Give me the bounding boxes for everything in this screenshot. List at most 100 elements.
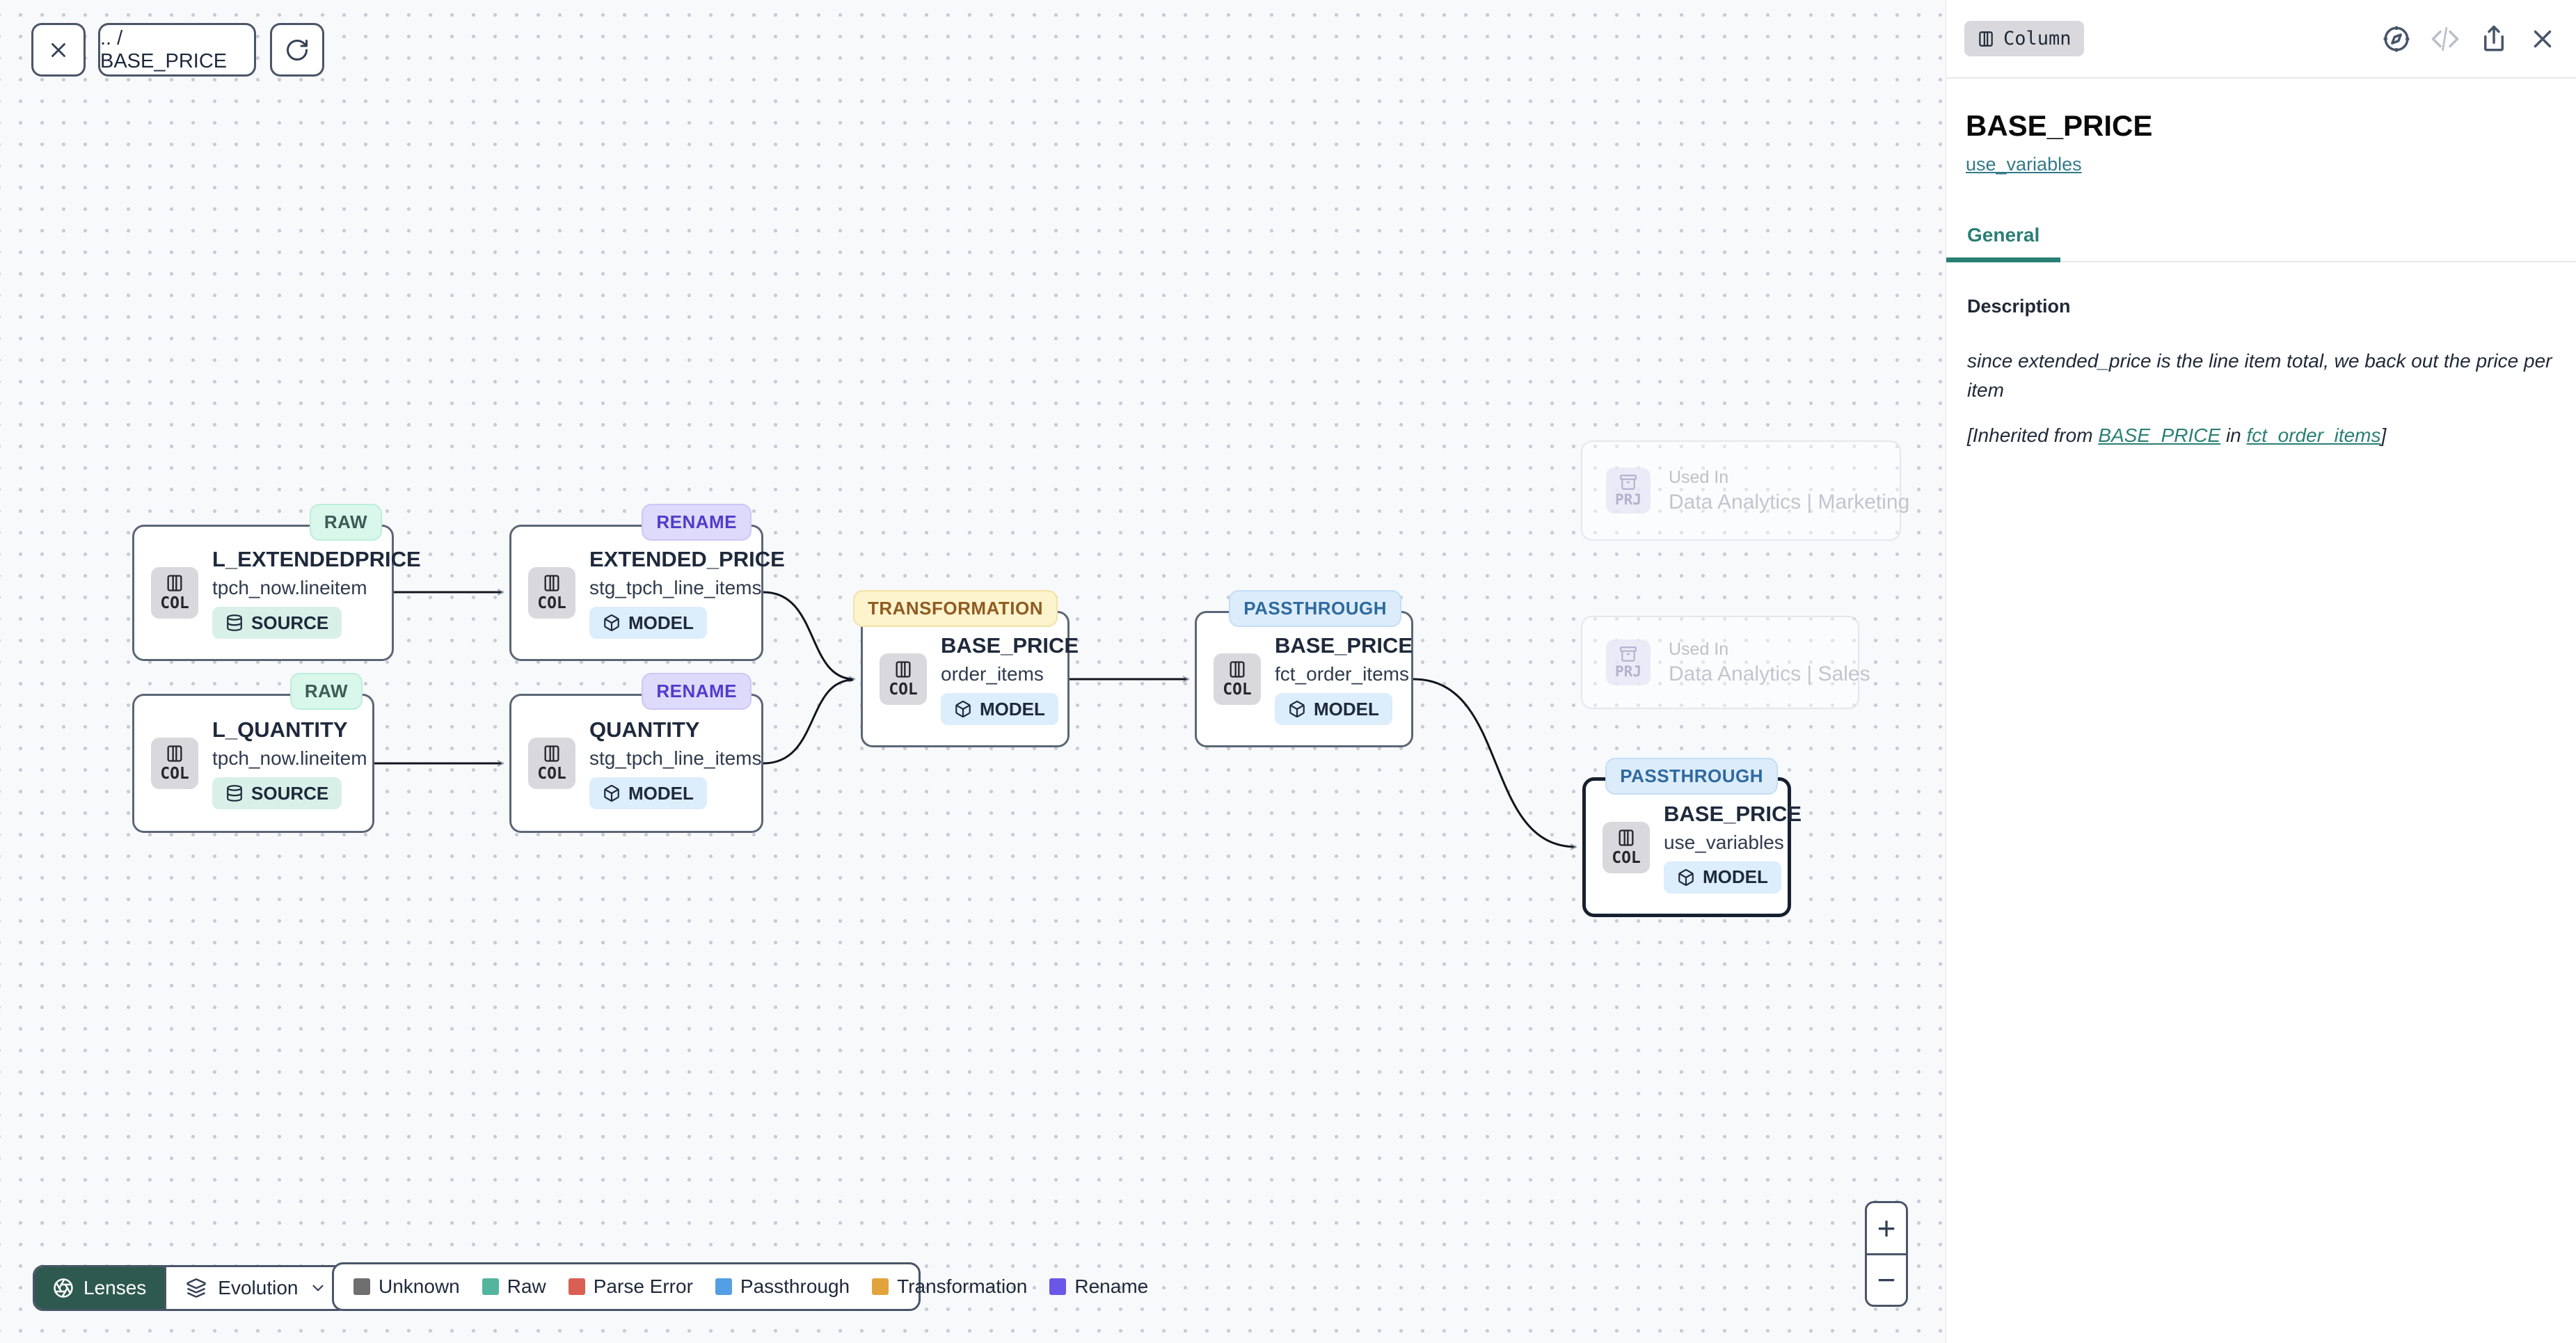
node-subtitle: stg_tpch_line_items bbox=[589, 747, 762, 769]
lens-badge: RENAME bbox=[642, 673, 752, 710]
legend-item-unknown: Unknown bbox=[353, 1276, 460, 1298]
column-chip: COL bbox=[528, 567, 575, 619]
close-icon bbox=[51, 42, 65, 57]
zoom-control: + − bbox=[1865, 1201, 1908, 1307]
columns-icon bbox=[544, 745, 559, 762]
used-in-node-marketing[interactable]: PRJ Used In Data Analytics | Marketing bbox=[1581, 440, 1909, 541]
model-cube-icon bbox=[955, 701, 971, 717]
database-icon bbox=[227, 614, 242, 631]
detail-panel: Column BASE_PRICE use_variables Gener bbox=[1946, 0, 2576, 1343]
code-icon bbox=[2431, 26, 2459, 51]
share-icon bbox=[2484, 25, 2504, 51]
node-title: BASE_PRICE bbox=[1275, 633, 1413, 658]
breadcrumb[interactable]: .. / BASE_PRICE bbox=[98, 23, 256, 77]
node-subtitle: use_variables bbox=[1664, 831, 1784, 853]
legend-swatch bbox=[568, 1278, 585, 1295]
column-chip: COL bbox=[880, 653, 927, 705]
lens-badge: RAW bbox=[289, 673, 363, 710]
columns-icon bbox=[544, 575, 559, 591]
columns-icon bbox=[1619, 829, 1634, 846]
used-in-node-sales[interactable]: PRJ Used In Data Analytics | Sales bbox=[1581, 616, 1870, 709]
node-type-chip: MODEL bbox=[1664, 861, 1781, 893]
inherited-column-link[interactable]: BASE_PRICE bbox=[2098, 424, 2221, 446]
lens-mode-label: Evolution bbox=[218, 1277, 299, 1298]
share-button[interactable] bbox=[2479, 24, 2509, 54]
zoom-in-button[interactable]: + bbox=[1867, 1203, 1906, 1255]
used-in-name: Data Analytics | Marketing bbox=[1669, 490, 1910, 514]
lenses-button[interactable]: Lenses bbox=[35, 1267, 165, 1309]
legend-item-rename: Rename bbox=[1049, 1276, 1148, 1298]
legend-item-raw: Raw bbox=[482, 1276, 546, 1298]
node-type-chip: MODEL bbox=[1275, 693, 1392, 725]
node-subtitle: tpch_now.lineitem bbox=[212, 747, 367, 769]
node-type-chip: SOURCE bbox=[212, 777, 342, 809]
node-subtitle: stg_tpch_line_items bbox=[589, 577, 762, 598]
node-subtitle: tpch_now.lineitem bbox=[212, 577, 367, 598]
columns-icon bbox=[167, 745, 182, 762]
node-l-extendedprice[interactable]: RAW COL L_EXTENDEDPRICE tpch_now.lineite… bbox=[132, 504, 421, 661]
view-code-button[interactable] bbox=[2430, 24, 2460, 54]
node-type-chip: SOURCE bbox=[212, 607, 342, 639]
node-l-quantity[interactable]: RAW COL L_QUANTITY tpch_now.lineitem SOU… bbox=[132, 673, 374, 833]
node-base-price-use-variables[interactable]: PASSTHROUGH COL BASE_PRICE use_variables… bbox=[1582, 758, 1802, 917]
node-extended-price[interactable]: RENAME COL EXTENDED_PRICE stg_tpch_line_… bbox=[509, 504, 785, 661]
column-chip: COL bbox=[151, 738, 198, 789]
tab-general[interactable]: General bbox=[1946, 214, 2061, 262]
lens-badge: TRANSFORMATION bbox=[852, 590, 1058, 627]
node-type-chip: MODEL bbox=[941, 693, 1058, 725]
description-label: Description bbox=[1967, 296, 2071, 317]
lens-badge: RAW bbox=[309, 504, 382, 541]
node-title: QUANTITY bbox=[589, 717, 700, 742]
node-subtitle: order_items bbox=[941, 663, 1044, 685]
inherited-model-link[interactable]: fct_order_items bbox=[2246, 424, 2381, 446]
node-title: EXTENDED_PRICE bbox=[589, 547, 785, 571]
panel-tabs: General bbox=[1946, 214, 2576, 262]
panel-actions bbox=[2381, 24, 2558, 54]
node-type-chip: MODEL bbox=[589, 777, 707, 809]
lens-badge: PASSTHROUGH bbox=[1229, 590, 1401, 627]
database-icon bbox=[227, 785, 242, 802]
lineage-canvas[interactable]: .. / BASE_PRICE RAW COL L_EXTENDEDPRICE … bbox=[0, 0, 1946, 1343]
chevron-down-icon bbox=[312, 1285, 324, 1292]
node-base-price-order-items[interactable]: TRANSFORMATION COL BASE_PRICE order_item… bbox=[852, 590, 1079, 747]
used-in-name: Data Analytics | Sales bbox=[1669, 662, 1870, 685]
breadcrumb-label: .. / BASE_PRICE bbox=[100, 26, 228, 72]
used-in-label: Used In bbox=[1669, 639, 1729, 659]
legend-swatch bbox=[1049, 1278, 1067, 1295]
explore-compass-button[interactable] bbox=[2381, 24, 2412, 54]
node-base-price-fct-order-items[interactable]: PASSTHROUGH COL BASE_PRICE fct_order_ite… bbox=[1195, 590, 1413, 747]
close-icon bbox=[2534, 30, 2552, 47]
lens-badge: RENAME bbox=[642, 504, 752, 541]
description-text: since extended_price is the line item to… bbox=[1967, 350, 2552, 401]
column-chip: COL bbox=[151, 567, 198, 619]
lens-mode-dropdown[interactable]: Evolution bbox=[164, 1267, 347, 1309]
legend-swatch bbox=[872, 1278, 889, 1295]
refresh-button[interactable] bbox=[270, 23, 324, 77]
node-type-chip: MODEL bbox=[589, 607, 707, 639]
description-inherited: [Inherited from BASE_PRICE in fct_order_… bbox=[1967, 424, 2387, 446]
project-chip: PRJ bbox=[1606, 639, 1651, 685]
zoom-out-button[interactable]: − bbox=[1877, 1262, 1896, 1298]
panel-header: Column bbox=[1946, 0, 2576, 79]
refresh-icon bbox=[287, 39, 308, 61]
model-cube-icon bbox=[1678, 868, 1694, 886]
legend-swatch bbox=[353, 1278, 370, 1295]
columns-icon bbox=[1979, 31, 1993, 47]
model-link[interactable]: use_variables bbox=[1966, 154, 2082, 175]
legend-item-parse-error: Parse Error bbox=[568, 1276, 693, 1298]
node-title: BASE_PRICE bbox=[1664, 801, 1802, 826]
model-cube-icon bbox=[604, 614, 619, 631]
node-title: L_EXTENDEDPRICE bbox=[212, 547, 421, 571]
project-archive-icon bbox=[1620, 475, 1637, 490]
node-quantity[interactable]: RENAME COL QUANTITY stg_tpch_line_items … bbox=[509, 673, 763, 833]
edge-quantity-baseprice bbox=[763, 678, 854, 765]
description-section: Description since extended_price is the … bbox=[1946, 262, 2576, 447]
compass-icon bbox=[2383, 26, 2410, 51]
node-title: L_QUANTITY bbox=[212, 717, 348, 742]
close-panel-button[interactable] bbox=[2527, 24, 2558, 54]
lens-badge: PASSTHROUGH bbox=[1605, 758, 1778, 795]
close-lineage-button[interactable] bbox=[31, 23, 86, 77]
lenses-control: Lenses Evolution bbox=[33, 1265, 349, 1311]
edge-extendedprice-baseprice bbox=[763, 591, 856, 683]
